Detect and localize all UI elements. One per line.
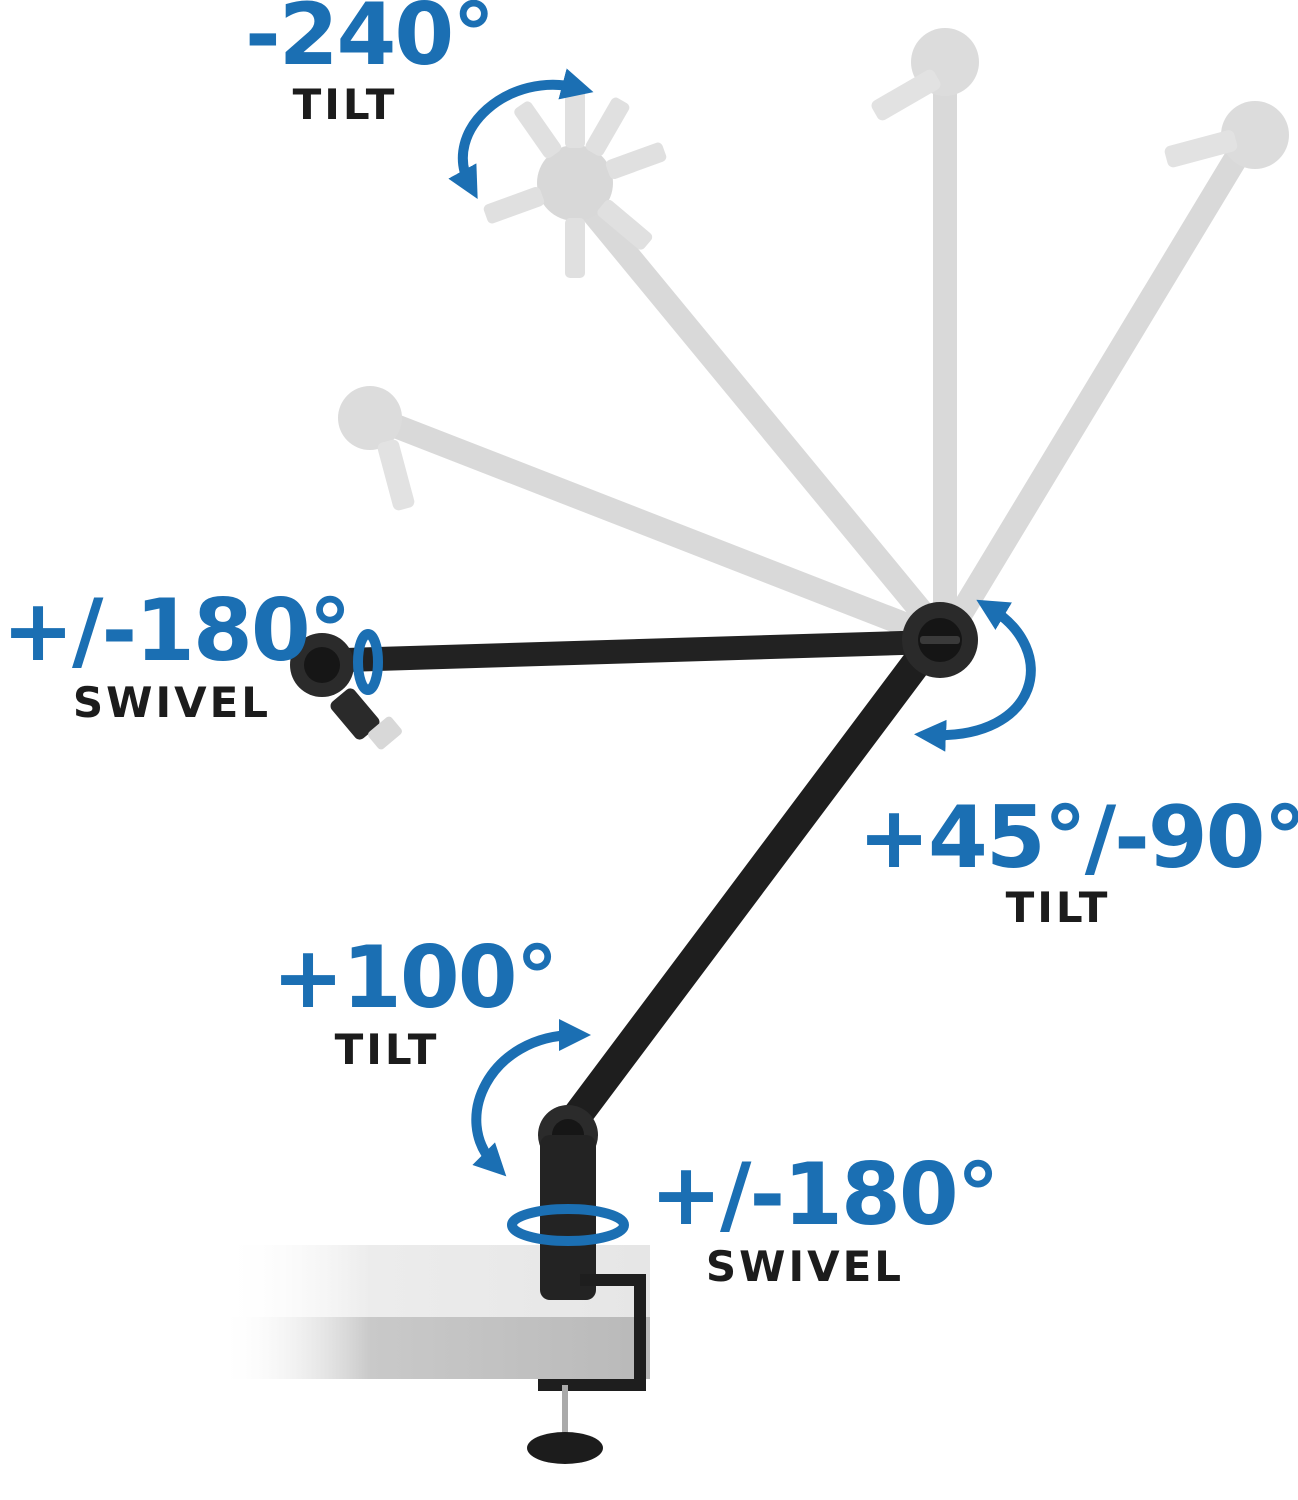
base-tilt-word: TILT — [334, 1025, 440, 1074]
base-swivel-label: +/-180° SWIVEL — [650, 1145, 1000, 1291]
elbow-tilt-label: +45°/-90° TILT — [858, 788, 1298, 932]
elbow-tilt-word: TILT — [1005, 883, 1111, 932]
base-tilt-label: +100° TILT — [272, 928, 559, 1074]
rotation-arrow-icon — [353, 68, 1036, 1246]
mount-tilt-word: TILT — [292, 80, 398, 129]
mount-tilt-degrees: -240° — [245, 0, 495, 85]
elbow-tilt-degrees: +45°/-90° — [858, 788, 1298, 888]
end-swivel-label: +/-180° SWIVEL — [2, 581, 352, 727]
end-swivel-degrees: +/-180° — [2, 581, 352, 681]
base-swivel-degrees: +/-180° — [650, 1145, 1000, 1245]
mount-tilt-label: -240° TILT — [245, 0, 495, 129]
base-swivel-word: SWIVEL — [705, 1242, 905, 1291]
end-swivel-word: SWIVEL — [72, 678, 272, 727]
base-tilt-degrees: +100° — [272, 928, 559, 1028]
